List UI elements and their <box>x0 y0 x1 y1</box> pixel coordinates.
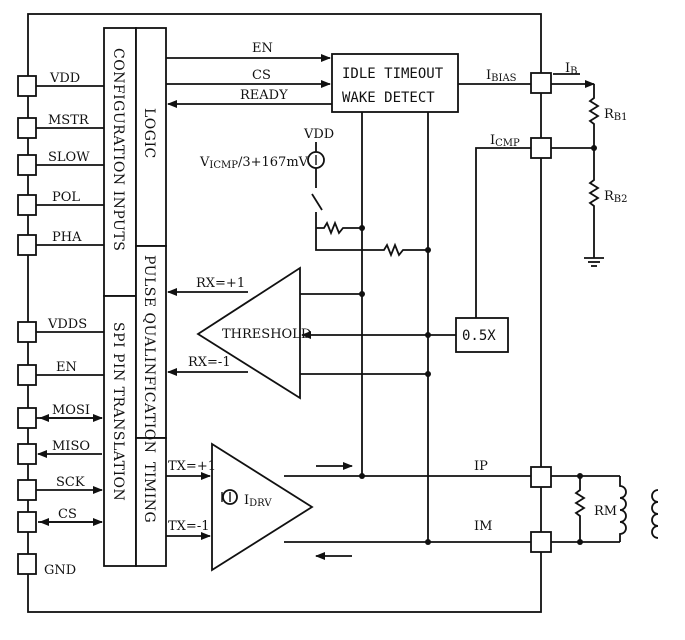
pin-label-sck: SCK <box>56 475 85 490</box>
pin-label-vdds: VDDS <box>47 317 87 332</box>
pin-gnd <box>17 553 37 575</box>
config-inputs-label: CONFIGURATION INPUTS <box>110 48 126 251</box>
idrv-source-icon <box>222 489 238 505</box>
ib-label: IB <box>565 61 578 77</box>
pin-label-miso: MISO <box>52 439 90 454</box>
pin-label-vdd: VDD <box>49 71 80 86</box>
idle-timeout-label: IDLE TIMEOUT <box>342 66 444 82</box>
ibias-label: IBIAS <box>486 68 517 84</box>
idrv-label: IDRV <box>244 493 272 509</box>
pin-label-mosi: MOSI <box>52 403 90 418</box>
signal-en-label: EN <box>252 41 273 56</box>
pin-ibias <box>530 72 552 94</box>
pin-miso <box>17 443 37 465</box>
pin-label-cs: CS <box>58 507 77 522</box>
threshold-label: THRESHOLD <box>222 327 311 342</box>
pin-pha <box>17 234 37 256</box>
rb2-label: RB2 <box>604 189 628 205</box>
pin-slow <box>17 154 37 176</box>
wake-detect-label: WAKE DETECT <box>342 90 435 106</box>
pin-label-pol: POL <box>52 190 80 205</box>
vicmp-label: VICMP/3+167mV <box>199 155 309 171</box>
tx-pos-label: TX=+1 <box>168 459 216 474</box>
pin-label-gnd: GND <box>44 563 76 578</box>
icmp-label: ICMP <box>490 133 520 149</box>
logic-block <box>135 27 167 247</box>
half-gain-label: 0.5X <box>462 328 496 344</box>
signal-ready-label: READY <box>240 88 288 103</box>
rm-label: RM <box>594 504 617 519</box>
pin-vdds <box>17 321 37 343</box>
timing-block <box>135 437 167 567</box>
pin-label-slow: SLOW <box>48 150 90 165</box>
driver-amplifier <box>211 442 314 572</box>
signal-cs-label: CS <box>252 68 271 83</box>
pin-en <box>17 364 37 386</box>
coupled-inductors-icon <box>619 476 659 542</box>
tx-neg-label: TX=-1 <box>168 519 209 534</box>
threshold-comparator <box>196 266 301 400</box>
ground-symbol <box>584 257 604 267</box>
pin-label-mstr: MSTR <box>48 113 90 128</box>
pin-mstr <box>17 117 37 139</box>
idle-timeout-block <box>331 53 459 113</box>
rb1-label: RB1 <box>604 107 628 123</box>
im-label: IM <box>474 519 492 534</box>
rx-neg-label: RX=-1 <box>188 355 231 370</box>
logic-label: LOGIC <box>141 108 157 159</box>
pin-pol <box>17 194 37 216</box>
left-pins <box>17 75 37 575</box>
vdd-source-label: VDD <box>303 127 334 142</box>
pin-sck <box>17 479 37 501</box>
pin-label-en: EN <box>56 360 77 375</box>
ip-label: IP <box>474 459 488 474</box>
pin-vdd <box>17 75 37 97</box>
pin-label-pha: PHA <box>52 230 82 245</box>
chip-outline <box>27 13 542 613</box>
pin-im <box>530 531 552 553</box>
pin-cs <box>17 511 37 533</box>
rx-pos-label: RX=+1 <box>196 276 245 291</box>
spi-translation-block <box>103 295 137 567</box>
spi-translation-label: SPI PIN TRANSLATION <box>110 322 126 501</box>
pin-icmp <box>530 137 552 159</box>
pin-mosi <box>17 407 37 429</box>
pulse-qual-block <box>135 245 167 439</box>
pulse-qual-label: PULSE QUALINFICATION <box>141 255 157 453</box>
timing-label: TIMING <box>141 462 157 523</box>
pin-ip <box>530 466 552 488</box>
